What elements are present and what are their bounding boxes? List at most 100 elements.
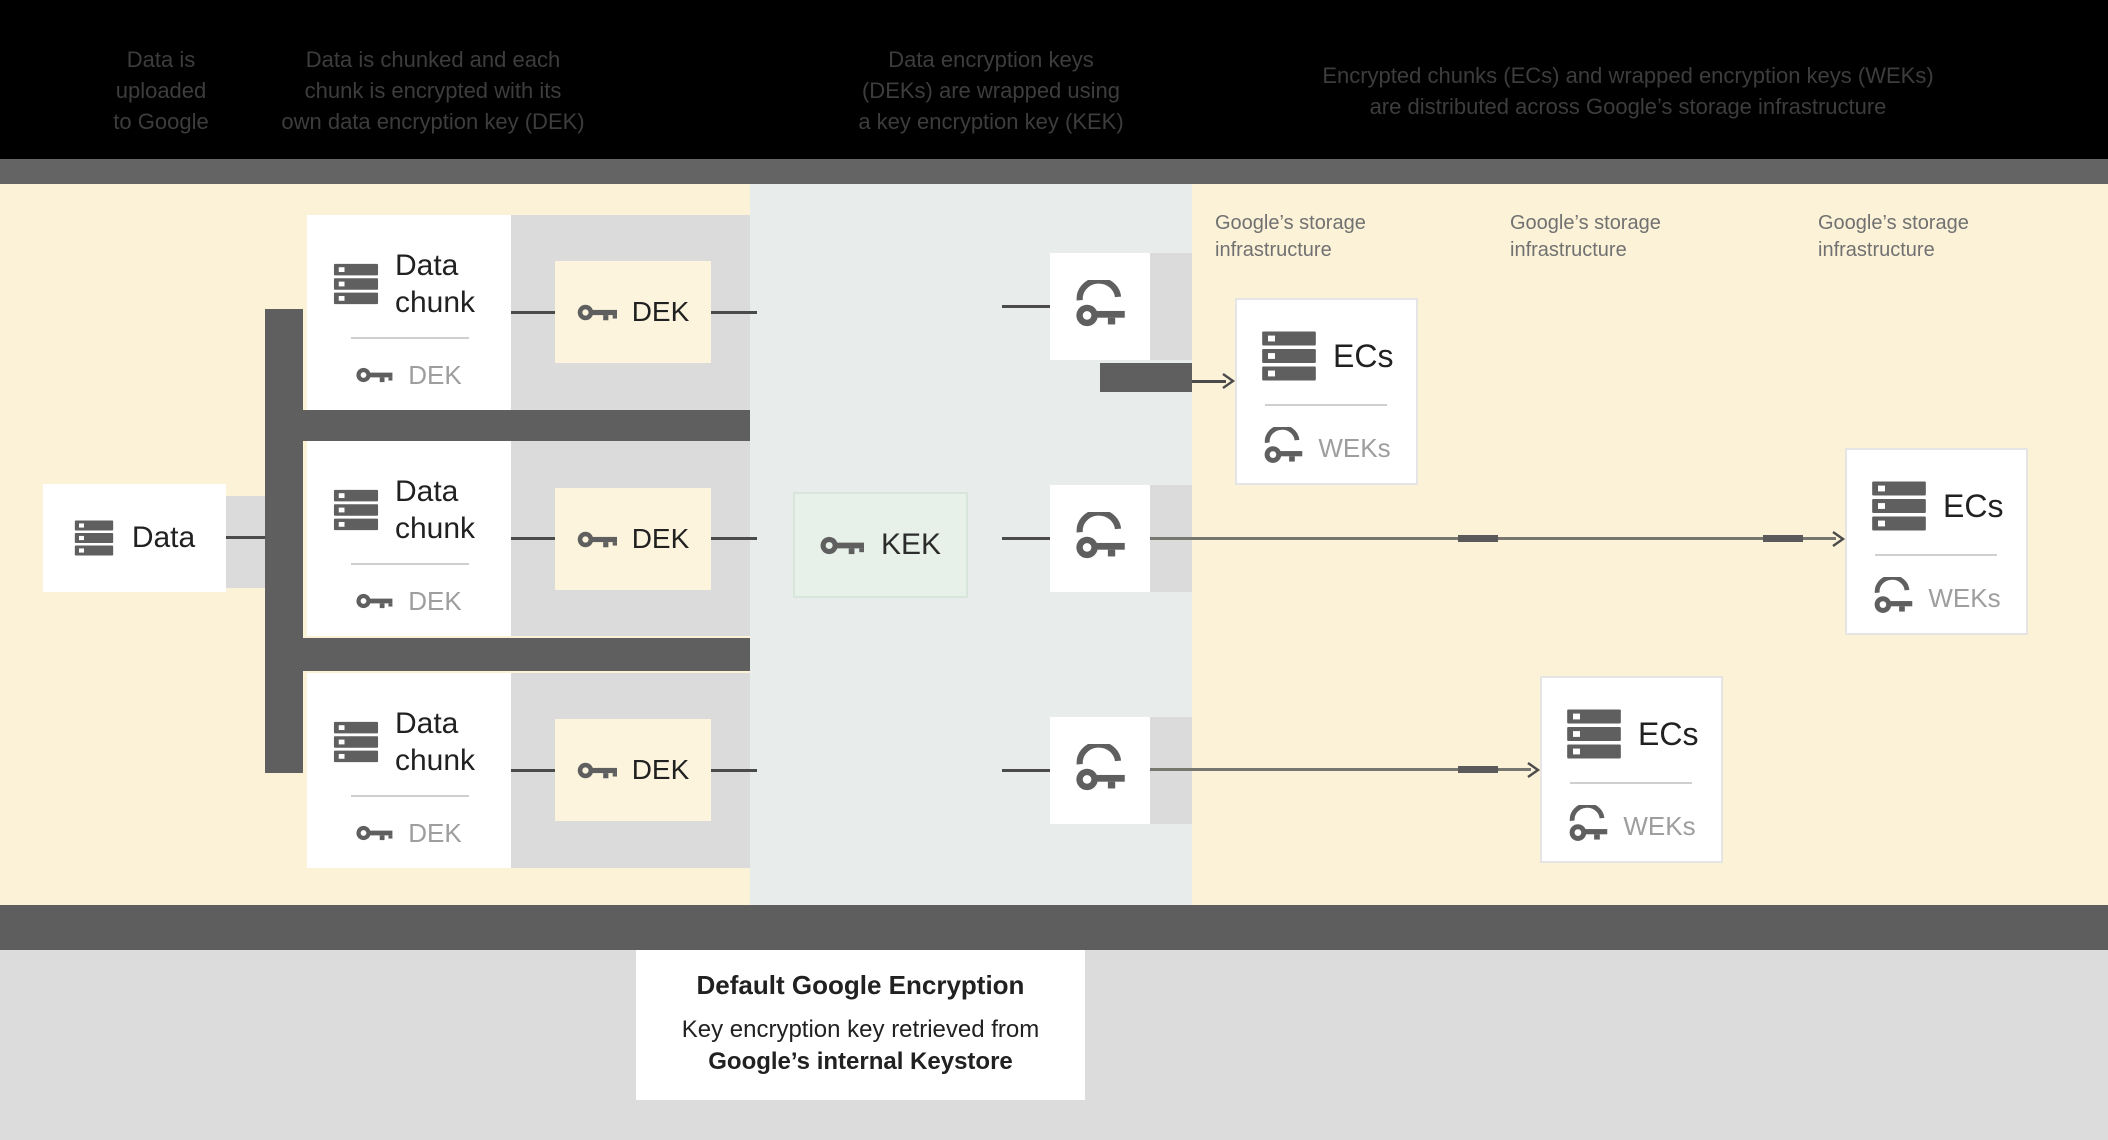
storage-header-line: Google’s storage <box>1215 212 1366 234</box>
step-caption-4: Encrypted chunks (ECs) and wrapped encry… <box>1298 60 1958 122</box>
key-icon <box>356 366 394 384</box>
arrowhead-icon <box>1218 371 1238 391</box>
caption-line-2: Google’s internal Keystore <box>708 1048 1013 1075</box>
connector-dek-out-1 <box>711 311 757 314</box>
card-divider <box>1875 554 1997 556</box>
arrow-segment <box>1458 535 1498 542</box>
arrowhead-icon <box>1828 529 1848 549</box>
server-icon <box>74 518 114 558</box>
wrapped-key-icon <box>1872 577 1914 619</box>
step-line: are distributed across Google’s storage … <box>1369 94 1887 119</box>
step-line: Data encryption keys <box>888 47 1094 72</box>
wrapped-key-icon <box>1073 743 1127 798</box>
dek-box-label: DEK <box>631 754 690 785</box>
arrow-segment <box>1763 535 1803 542</box>
arrow-segment <box>1458 766 1498 773</box>
wrapped-key-box-3 <box>1050 717 1150 824</box>
step-caption-1: Data is uploaded to Google <box>61 44 261 137</box>
connector-dek-out-2 <box>711 537 757 540</box>
row-gap-band-1 <box>265 410 750 441</box>
connector-kek-wrap-2 <box>1002 537 1050 540</box>
key-icon <box>577 303 619 322</box>
server-icon <box>333 487 379 533</box>
ec-card-title: ECs <box>1638 715 1699 752</box>
top-divider-bar <box>0 159 2108 184</box>
card-divider <box>1570 782 1692 784</box>
connector-chunk-dek-3 <box>511 769 555 772</box>
step-caption-3: Data encryption keys (DEKs) are wrapped … <box>821 44 1161 137</box>
storage-header-line: infrastructure <box>1510 239 1627 261</box>
ec-card-key-label: WEKs <box>1318 432 1391 463</box>
chunk-card-title: Data chunk <box>395 707 476 777</box>
caption-card: Default Google Encryption Key encryption… <box>636 950 1085 1100</box>
caption-line-1: Key encryption key retrieved from <box>681 1016 1040 1043</box>
data-card: Data <box>43 484 226 592</box>
ec-card-key-label: WEKs <box>1623 810 1696 841</box>
kek-box: KEK <box>793 492 968 598</box>
server-icon <box>1261 328 1317 384</box>
arrow-line-3 <box>1150 768 1531 771</box>
storage-header-line: infrastructure <box>1818 239 1935 261</box>
data-chunk-card-1: Data chunk DEK <box>307 215 511 410</box>
wrapped-key-box-1 <box>1050 253 1150 360</box>
data-chunk-card-2: Data chunk DEK <box>307 441 511 636</box>
dek-box-1: DEK <box>555 261 711 363</box>
storage-header-3: Google’s storage infrastructure <box>1818 210 2098 264</box>
dek-box-label: DEK <box>631 523 690 554</box>
connector-chunk-dek-1 <box>511 311 555 314</box>
chunk-card-key-label: DEK <box>408 817 462 848</box>
wrapped-key-icon <box>1073 511 1127 566</box>
bottom-divider-bar <box>0 905 2108 950</box>
dek-box-label: DEK <box>631 296 690 327</box>
data-card-label: Data <box>131 521 196 554</box>
connector-kek-wrap-1 <box>1002 305 1050 308</box>
step-line: Data is <box>126 47 196 72</box>
card-divider <box>1265 404 1387 406</box>
arrowhead-icon <box>1523 760 1543 780</box>
chunk-card-key-label: DEK <box>408 359 462 390</box>
step-line: chunk is encrypted with its <box>304 78 562 103</box>
caption-title: Default Google Encryption <box>696 970 1025 1000</box>
wrapped-key-box-2 <box>1050 485 1150 592</box>
step-line: a key encryption key (KEK) <box>858 109 1124 134</box>
chunk-card-title: Data chunk <box>395 475 476 545</box>
trunk-connector <box>265 309 303 773</box>
ec-card-title: ECs <box>1333 337 1394 374</box>
dek-box-3: DEK <box>555 719 711 821</box>
dek-box-2: DEK <box>555 488 711 590</box>
ec-card-1: ECs WEKs <box>1235 298 1418 485</box>
key-icon <box>356 592 394 610</box>
kek-box-label: KEK <box>880 528 942 561</box>
connector-kek-wrap-3 <box>1002 769 1050 772</box>
server-icon <box>1566 706 1622 762</box>
connector-data-trunk <box>226 536 265 539</box>
header-band <box>0 0 2108 159</box>
key-icon <box>356 824 394 842</box>
connector-dek-out-3 <box>711 769 757 772</box>
data-chunk-card-3: Data chunk DEK <box>307 673 511 868</box>
step-line: to Google <box>113 109 209 134</box>
wrapped-key-icon <box>1262 427 1304 469</box>
card-divider <box>351 795 469 797</box>
storage-header-line: infrastructure <box>1215 239 1332 261</box>
ec-card-title: ECs <box>1943 487 2004 524</box>
connector-chunk-dek-2 <box>511 537 555 540</box>
storage-header-2: Google’s storage infrastructure <box>1510 210 1790 264</box>
server-icon <box>1871 478 1927 534</box>
wrapped-key-icon <box>1073 279 1127 334</box>
card-divider <box>351 563 469 565</box>
step-caption-2: Data is chunked and each chunk is encryp… <box>273 44 593 137</box>
step-line: own data encryption key (DEK) <box>281 109 585 134</box>
ec-card-key-label: WEKs <box>1928 582 2001 613</box>
step-line: (DEKs) are wrapped using <box>861 78 1120 103</box>
chunk-card-title: Data chunk <box>395 249 476 319</box>
wrapped-key-tab-1 <box>1100 363 1192 392</box>
wrapped-key-shadow-1 <box>1150 253 1192 360</box>
storage-header-1: Google’s storage infrastructure <box>1215 210 1495 264</box>
step-line: Encrypted chunks (ECs) and wrapped encry… <box>1322 63 1934 88</box>
key-icon <box>820 535 866 556</box>
ec-card-2: ECs WEKs <box>1845 448 2028 635</box>
key-icon <box>577 530 619 549</box>
step-line: uploaded <box>115 78 207 103</box>
